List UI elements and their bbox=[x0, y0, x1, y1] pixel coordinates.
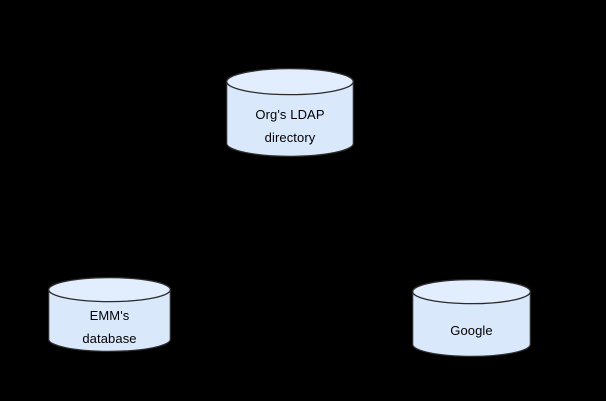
database-node-emm[interactable]: EMM's database bbox=[48, 276, 171, 352]
database-node-ldap[interactable]: Org's LDAP directory bbox=[226, 67, 354, 157]
database-cylinder-icon bbox=[48, 276, 171, 352]
database-node-google[interactable]: Google bbox=[412, 278, 531, 357]
database-cylinder-icon bbox=[226, 67, 354, 157]
database-cylinder-icon bbox=[412, 278, 531, 357]
